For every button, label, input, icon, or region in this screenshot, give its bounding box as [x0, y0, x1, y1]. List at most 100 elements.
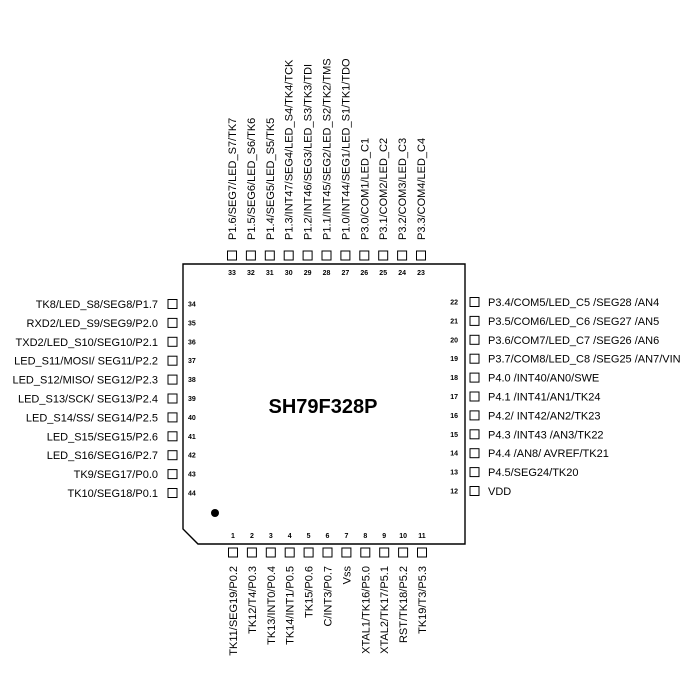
right-pin-number: 19 [450, 356, 458, 363]
bottom-pin-pad [228, 547, 238, 558]
top-pin-pad [416, 250, 426, 261]
left-pin-label: TK8/LED_S8/SEG8/P1.7 [36, 299, 158, 311]
right-pin-pad [469, 467, 480, 478]
right-pin-label: VDD [488, 486, 511, 498]
bottom-pin-pad [265, 547, 276, 558]
right-pin-pad [469, 429, 480, 440]
left-pin-label: LED_S12/MISO/ SEG12/P2.3 [12, 375, 158, 387]
chip-name: SH79F328P [269, 396, 378, 418]
bottom-pin-label: TK19/T3/P5.3 [417, 566, 429, 634]
right-pin-pad [469, 391, 480, 402]
left-pin-number: 38 [188, 377, 196, 384]
bottom-pin-pad [303, 547, 314, 558]
bottom-pin-label: Vss [341, 566, 353, 585]
left-pin-pad [167, 317, 178, 328]
bottom-pin-label: TK15/P0.6 [304, 566, 316, 618]
top-pin-label: P3.2/COM3/LED_C3 [397, 138, 409, 240]
right-pin-number: 12 [450, 489, 458, 496]
right-pin-number: 17 [450, 394, 458, 401]
left-pin-label: LED_S14/SS/ SEG14/P2.5 [26, 412, 158, 424]
right-pin-label: P3.6/COM7/LED_C7 /SEG26 /AN6 [488, 335, 659, 347]
left-pin-number: 35 [188, 320, 196, 327]
top-pin-label: P3.3/COM4/LED_C4 [416, 138, 428, 240]
right-pin-pad [469, 486, 480, 496]
top-pin-pad [227, 250, 237, 261]
bottom-pin-label: XTAL2/TK17/P5.1 [379, 566, 391, 654]
top-pin-label: P1.0/INT44/SEG1/LED_S1/TK1/TDO [340, 58, 352, 240]
bottom-pin-pad [284, 547, 295, 558]
top-pin-pad [283, 250, 294, 261]
right-pin-number: 13 [450, 470, 458, 477]
top-pin-label: P3.1/COM2/LED_C2 [378, 138, 390, 240]
bottom-pin-label: XTAL1/TK16/P5.0 [360, 566, 372, 654]
pin-layer: 34TK8/LED_S8/SEG8/P1.735RXD2/LED_S9/SEG9… [12, 58, 680, 656]
top-pin-number: 32 [247, 270, 255, 277]
top-pin-pad [378, 250, 389, 261]
bottom-pin-pad [246, 547, 257, 558]
top-pin-pad [302, 250, 313, 261]
left-pin-pad [167, 488, 178, 498]
right-pin-pad [469, 448, 480, 459]
right-pin-pad [469, 410, 480, 421]
right-pin-label: P3.7/COM8/LED_C8 /SEG25 /AN7/VIN [488, 354, 681, 366]
bottom-pin-pad [398, 547, 409, 558]
right-pin-number: 20 [450, 337, 458, 344]
bottom-pin-pad [341, 547, 352, 558]
top-pin-label: P1.1/INT45/SEG2/LED_S2/TK2/TMS [322, 58, 334, 240]
left-pin-pad [167, 412, 178, 423]
bottom-pin-number: 8 [363, 533, 367, 540]
top-pin-number: 25 [379, 270, 387, 277]
right-pin-number: 15 [450, 432, 458, 439]
top-pin-label: P1.4/SEG5/LED_S5/TK5 [265, 118, 277, 240]
left-pin-number: 37 [188, 358, 196, 365]
bottom-pin-label: RST/TK18/P5.2 [398, 566, 410, 643]
bottom-pin-number: 2 [250, 533, 254, 540]
left-pin-pad [167, 299, 178, 309]
chip-body [182, 263, 466, 545]
top-pin-label: P3.0/COM1/LED_C1 [359, 138, 371, 240]
right-pin-pad [469, 334, 480, 345]
left-pin-pad [167, 450, 178, 461]
top-pin-label: P1.5/SEG6/LED_S6/TK6 [246, 118, 258, 240]
left-pin-number: 43 [188, 472, 196, 479]
right-pin-label: P4.4 /AN8/ AVREF/TK21 [488, 448, 609, 460]
top-pin-pad [321, 250, 332, 261]
left-pin-pad [167, 469, 178, 480]
left-pin-number: 41 [188, 434, 196, 441]
left-pin-number: 42 [188, 453, 196, 460]
bottom-pin-pad [417, 547, 427, 558]
left-pin-label: TK10/SEG18/P0.1 [68, 488, 159, 500]
top-pin-number: 30 [285, 270, 293, 277]
bottom-pin-pad [379, 547, 390, 558]
left-pin-pad [167, 431, 178, 442]
bottom-pin-number: 5 [307, 533, 311, 540]
left-pin-pad [167, 355, 178, 366]
right-pin-label: P3.4/COM5/LED_C5 /SEG28 /AN4 [488, 297, 659, 309]
top-pin-number: 26 [360, 270, 368, 277]
bottom-pin-label: TK11/SEG19/P0.2 [228, 566, 240, 656]
right-pin-label: P4.3 /INT43 /AN3/TK22 [488, 429, 604, 441]
bottom-pin-number: 9 [382, 533, 386, 540]
right-pin-label: P4.5/SEG24/TK20 [488, 467, 579, 479]
right-pin-label: P4.2/ INT42/AN2/TK23 [488, 410, 601, 422]
left-pin-number: 36 [188, 339, 196, 346]
top-pin-number: 29 [304, 270, 312, 277]
bottom-pin-number: 4 [288, 533, 292, 540]
left-pin-pad [167, 393, 178, 404]
right-pin-number: 21 [450, 318, 458, 325]
right-pin-number: 16 [450, 413, 458, 420]
left-pin-number: 44 [188, 491, 196, 498]
bottom-pin-number: 6 [326, 533, 330, 540]
bottom-pin-pad [360, 547, 371, 558]
top-pin-pad [397, 250, 408, 261]
right-pin-label: P3.5/COM6/LED_C6 /SEG27 /AN5 [488, 316, 659, 328]
bottom-pin-number: 10 [399, 533, 407, 540]
left-pin-label: LED_S11/MOSI/ SEG11/P2.2 [14, 356, 158, 368]
left-pin-label: TK9/SEG17/P0.0 [74, 469, 158, 481]
top-pin-label: P1.3/INT47/SEG4/LED_S4/TK4/TCK [284, 59, 296, 240]
left-pin-number: 40 [188, 415, 196, 422]
bottom-pin-label: TK14/INT1/P0.5 [285, 566, 297, 645]
top-pin-number: 31 [266, 270, 274, 277]
bottom-pin-label: TK13/INT0/P0.4 [266, 566, 278, 645]
